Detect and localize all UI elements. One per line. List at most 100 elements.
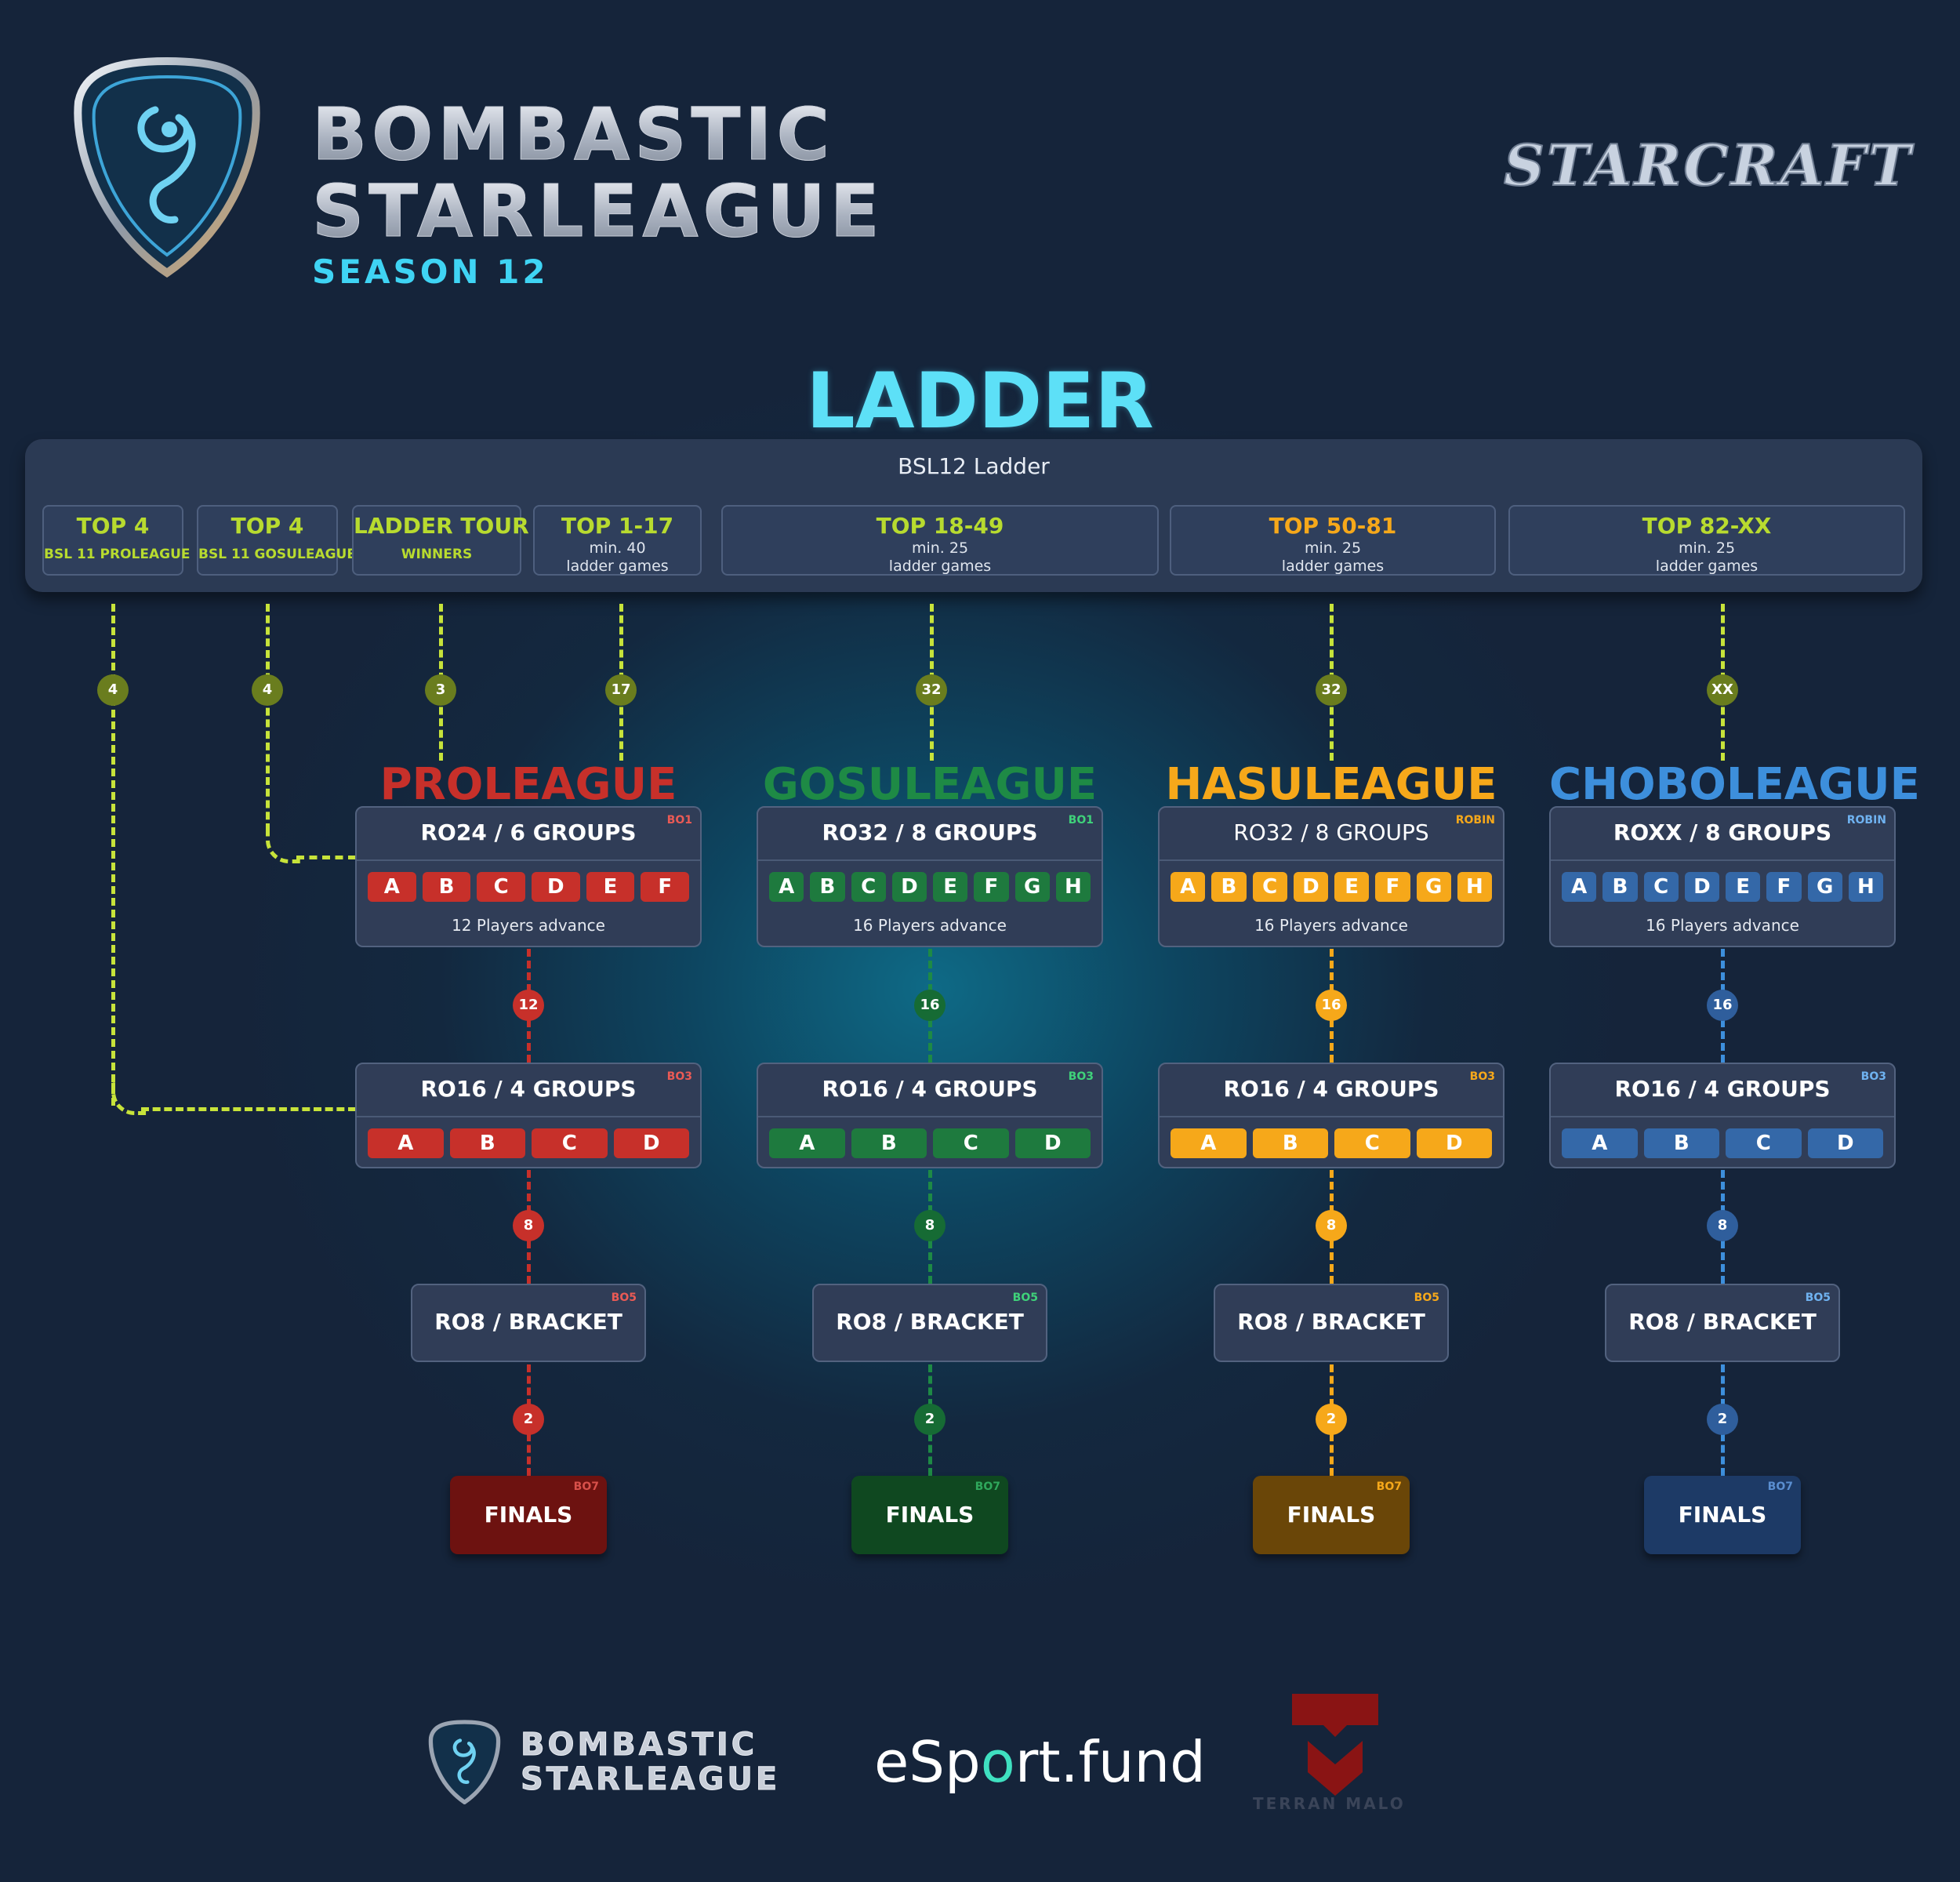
group-cell: E (1726, 872, 1761, 902)
format-tag: BO7 (975, 1481, 1000, 1493)
tier-heading: TOP 4 (76, 513, 150, 539)
format-tag: BO3 (1068, 1070, 1094, 1083)
finals-card-hasuleague: FINALS BO7 (1253, 1476, 1410, 1554)
stage-title: RO16 / 4 GROUPS (1223, 1076, 1439, 1102)
advance-count-badge: 8 (914, 1210, 946, 1241)
format-tag: BO1 (1068, 814, 1094, 827)
format-tag: BO1 (666, 814, 692, 827)
card-divider (357, 859, 700, 861)
tier-req-1: min. 25 (1304, 540, 1362, 557)
group-row: A B C D (1171, 1128, 1492, 1158)
group-cell: D (532, 872, 580, 902)
group-row: A B C D (1562, 1128, 1883, 1158)
format-tag: BO3 (1469, 1070, 1495, 1083)
finals-card-gosuleague: FINALS BO7 (851, 1476, 1008, 1554)
group-cell: B (1252, 1128, 1328, 1158)
finals-title: FINALS (1287, 1502, 1376, 1528)
group-cell: D (613, 1128, 689, 1158)
tier-top4-gosuleague: TOP 4 BSL 11 GOSULEAGUE (197, 505, 356, 576)
stage1-card-hasuleague: RO32 / 8 GROUPS ROBIN A B C D E F G H 16… (1158, 806, 1504, 947)
stage-title: RO32 / 8 GROUPS (1233, 819, 1429, 845)
format-tag: BO3 (666, 1070, 692, 1083)
tier-req-2: ladder games (888, 558, 992, 575)
tier-req-2: ladder games (1281, 558, 1385, 575)
group-row: A B C D E F G H (1171, 872, 1492, 902)
group-cell: F (974, 872, 1009, 902)
group-cell: B (1602, 872, 1638, 902)
stage-title: RO16 / 4 GROUPS (822, 1076, 1038, 1102)
tier-heading: TOP 18-49 (876, 513, 1004, 539)
stage-title: RO16 / 4 GROUPS (420, 1076, 637, 1102)
stage3-card-choboleague: RO8 / BRACKET BO5 (1605, 1284, 1840, 1362)
advance-count-badge: 8 (513, 1210, 544, 1241)
tier-heading: TOP 50-81 (1269, 513, 1397, 539)
group-cell: A (1562, 1128, 1638, 1158)
qualifier-count-badge: 17 (605, 674, 637, 706)
stage-title: RO8 / BRACKET (1628, 1309, 1817, 1335)
esport-text-o: o (980, 1729, 1015, 1795)
stage2-card-choboleague: RO16 / 4 GROUPS BO3 A B C D (1549, 1063, 1896, 1168)
qualifier-count-badge: 32 (916, 674, 947, 706)
ladder-heading: LADDER (806, 357, 1154, 446)
group-row: A B C D (368, 1128, 689, 1158)
group-cell: H (1457, 872, 1492, 902)
advance-text: 16 Players advance (1646, 916, 1799, 935)
group-cell: B (1643, 1128, 1719, 1158)
stage2-card-hasuleague: RO16 / 4 GROUPS BO3 A B C D (1158, 1063, 1504, 1168)
group-cell: C (532, 1128, 608, 1158)
group-cell: A (1171, 1128, 1247, 1158)
group-cell: B (449, 1128, 525, 1158)
stage3-card-gosuleague: RO8 / BRACKET BO5 (812, 1284, 1047, 1362)
connector-line (111, 604, 115, 1106)
tier-top4-proleague: TOP 4 BSL 11 PROLEAGUE (42, 505, 191, 576)
format-tag: ROBIN (1846, 814, 1886, 827)
group-cell: D (1684, 872, 1719, 902)
advance-count-badge: 8 (1316, 1210, 1347, 1241)
finals-card-choboleague: FINALS BO7 (1644, 1476, 1801, 1554)
connector-line (141, 1107, 356, 1111)
group-cell: H (1055, 872, 1091, 902)
group-cell: D (1014, 1128, 1091, 1158)
group-cell: C (477, 872, 526, 902)
season-label: SEASON 12 (312, 253, 549, 291)
card-divider (758, 859, 1102, 861)
group-cell: G (1416, 872, 1451, 902)
tier-req-1: min. 40 (589, 540, 646, 557)
tier-heading: TOP 4 (230, 513, 304, 539)
format-tag: BO3 (1860, 1070, 1886, 1083)
finals-title: FINALS (1678, 1502, 1767, 1528)
title-line-1: BOMBASTIC (312, 93, 834, 177)
qualifier-count-badge: 4 (252, 674, 283, 706)
tier-ladder-tour: LADDER TOUR WINNERS (352, 505, 529, 576)
group-cell: A (1171, 872, 1206, 902)
advance-count-badge: 2 (1316, 1404, 1347, 1435)
connector-line (296, 856, 356, 859)
advance-count-badge: 2 (1707, 1404, 1738, 1435)
stage3-card-hasuleague: RO8 / BRACKET BO5 (1214, 1284, 1449, 1362)
tier-req-1: min. 25 (911, 540, 969, 557)
card-divider (1160, 1116, 1503, 1117)
stage2-card-proleague: RO16 / 4 GROUPS BO3 A B C D (355, 1063, 702, 1168)
group-row: A B C D E F G H (1562, 872, 1883, 902)
group-cell: B (810, 872, 845, 902)
group-cell: F (1766, 872, 1802, 902)
format-tag: BO7 (573, 1481, 599, 1493)
finals-title: FINALS (484, 1502, 573, 1528)
group-cell: F (641, 872, 690, 902)
advance-text: 16 Players advance (1254, 916, 1408, 935)
stage-title: RO8 / BRACKET (1237, 1309, 1425, 1335)
group-cell: D (1293, 872, 1328, 902)
stage-title: ROXX / 8 GROUPS (1613, 819, 1832, 845)
connector-line (266, 604, 270, 831)
tier-top-18-49: TOP 18-49 min. 25 ladder games (721, 505, 1159, 576)
group-cell: D (891, 872, 927, 902)
ladder-panel-title: BSL12 Ladder (898, 453, 1050, 479)
card-divider (758, 1116, 1102, 1117)
group-cell: D (1416, 1128, 1492, 1158)
group-cell: A (769, 872, 804, 902)
format-tag: BO7 (1767, 1481, 1793, 1493)
stage1-card-choboleague: ROXX / 8 GROUPS ROBIN A B C D E F G H 16… (1549, 806, 1896, 947)
tier-heading: TOP 82-XX (1642, 513, 1772, 539)
terran-malo-logo (1292, 1694, 1378, 1796)
stage-title: RO8 / BRACKET (434, 1309, 622, 1335)
